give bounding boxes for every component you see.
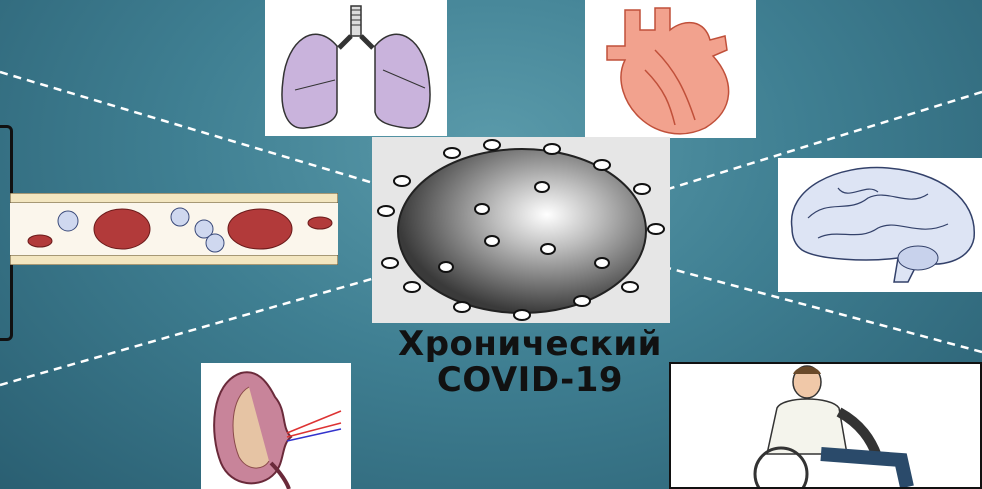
blood-vessel-image — [10, 193, 338, 265]
slide-title: Хронический COVID-19 — [340, 326, 720, 398]
blood-vessel-clots-icon — [10, 193, 338, 265]
brain-image — [778, 158, 982, 292]
title-line-1: Хронический — [340, 326, 720, 362]
lungs-image — [265, 0, 447, 136]
heart-image — [585, 0, 756, 138]
kidney-icon — [201, 363, 351, 489]
lungs-icon — [265, 0, 447, 136]
coronavirus-icon — [372, 137, 670, 323]
brain-icon — [778, 158, 982, 292]
title-line-2: COVID-19 — [340, 362, 720, 398]
virus-image — [372, 137, 670, 323]
kidney-image — [201, 363, 351, 489]
heart-icon — [585, 0, 756, 138]
